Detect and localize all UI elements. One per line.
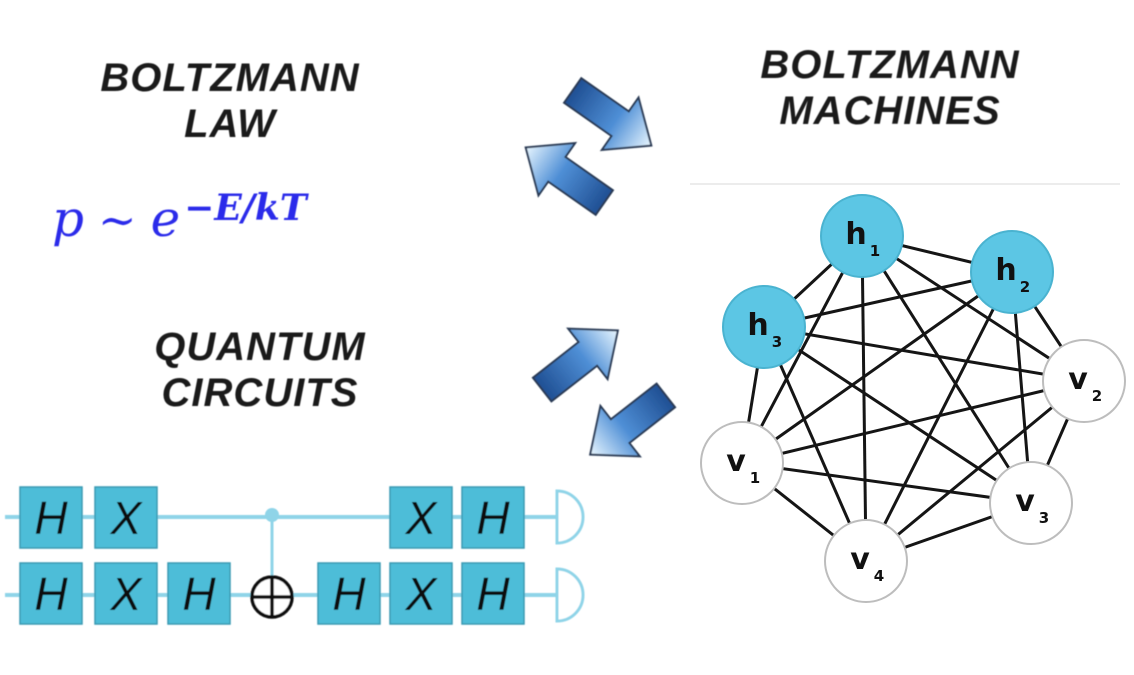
boltzmann-law-title-line2: LAW	[184, 102, 276, 146]
node-subscript: 3	[1039, 509, 1049, 527]
cnot-control-dot	[265, 508, 279, 522]
formula-base: e	[150, 190, 181, 248]
boltzmann-machines-title-line2: MACHINES	[779, 89, 1001, 133]
edge-h1-v3	[860, 235, 1033, 504]
arrow-machines-to-circuits	[588, 382, 677, 458]
arrow-left-up-icon	[524, 141, 615, 217]
formula-relation: ∼	[98, 193, 137, 247]
boltzmann-formula: p∼e−E/kT	[52, 186, 307, 248]
edge-v1-v3	[741, 461, 1032, 505]
gate-label: X	[405, 492, 439, 544]
gate-h: H	[167, 562, 231, 625]
arrow-right-down-icon	[562, 76, 653, 152]
arrow-right-up-icon	[531, 327, 620, 403]
edge-h3-v3	[763, 325, 1032, 505]
gate-h: H	[317, 562, 381, 625]
cnot-target	[250, 575, 294, 619]
arrow-left-down-icon	[588, 382, 677, 458]
gate-h: H	[19, 562, 83, 625]
edge-h1-v2	[861, 234, 1085, 383]
gate-label: H	[182, 568, 216, 620]
node-letter: v	[1068, 362, 1088, 397]
gate-label: H	[332, 568, 366, 620]
node-subscript: 1	[870, 242, 880, 260]
node-letter: v	[1015, 484, 1035, 519]
gate-label: H	[34, 568, 68, 620]
gate-h: H	[19, 486, 83, 549]
measurement-icon-2	[555, 567, 585, 623]
formula-exponent: −E/kT	[184, 186, 307, 229]
quantum-circuits-title: QUANTUM CIRCUITS	[100, 324, 420, 416]
node-letter: h	[995, 253, 1016, 288]
node-subscript: 4	[874, 567, 884, 585]
boltzmann-law-title-line1: BOLTZMANN	[100, 56, 360, 100]
formula-lhs: p	[52, 190, 85, 248]
gate-label: X	[110, 568, 144, 620]
edge-h1-v4	[860, 235, 868, 562]
node-letter: v	[726, 444, 746, 479]
edge-h2-v1	[741, 270, 1013, 465]
gate-label: H	[34, 492, 68, 544]
edge-v2-v4	[865, 379, 1085, 563]
boltzmann-machines-title: BOLTZMANN MACHINES	[730, 42, 1050, 134]
node-subscript: 3	[772, 333, 782, 351]
gate-x: X	[94, 562, 158, 625]
node-subscript: 2	[1020, 278, 1030, 296]
gate-label: H	[476, 568, 510, 620]
node-letter: h	[747, 308, 768, 343]
gate-label: X	[110, 492, 144, 544]
node-letter: h	[845, 217, 866, 252]
edge-v1-v2	[741, 379, 1085, 465]
node-letter: v	[850, 542, 870, 577]
gate-x: X	[389, 486, 453, 549]
gate-label: X	[405, 568, 439, 620]
edge-h1-v1	[740, 235, 864, 464]
quantum-circuits-title-line1: QUANTUM	[154, 325, 366, 369]
node-subscript: 2	[1092, 387, 1102, 405]
edge-h3-v2	[763, 325, 1085, 383]
quantum-circuits-title-line2: CIRCUITS	[161, 371, 359, 415]
gate-x: X	[94, 486, 158, 549]
arrow-law-to-machines	[562, 76, 653, 152]
gate-h: H	[461, 486, 525, 549]
arrow-circuits-to-machines	[531, 327, 620, 403]
gate-h: H	[461, 562, 525, 625]
arrow-machines-to-law	[524, 141, 615, 217]
measurement-icon-1	[555, 489, 585, 545]
gate-x: X	[389, 562, 453, 625]
edge-h2-h3	[763, 270, 1013, 329]
boltzmann-machines-title-line1: BOLTZMANN	[760, 43, 1020, 87]
gate-label: H	[476, 492, 510, 544]
node-subscript: 1	[750, 469, 760, 487]
boltzmann-law-title: BOLTZMANN LAW	[70, 55, 390, 147]
